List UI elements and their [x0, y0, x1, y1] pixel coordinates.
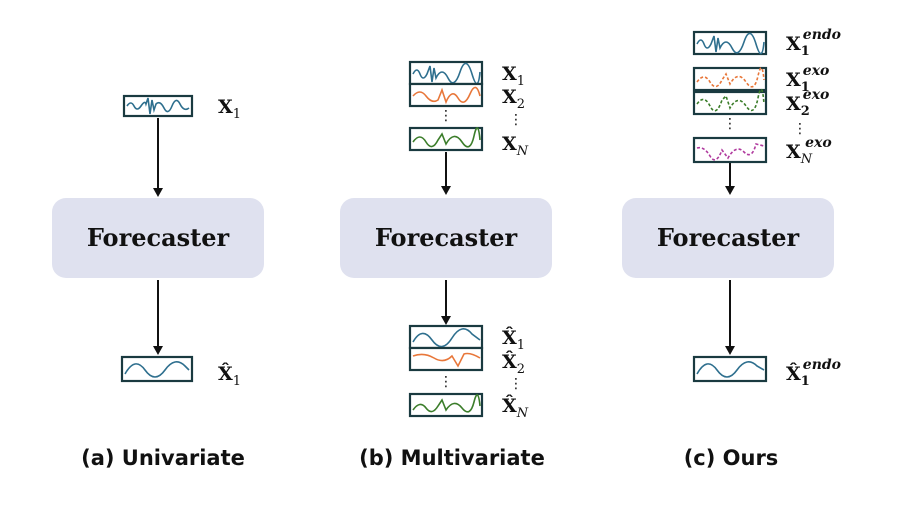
input-label-x1: X1 — [218, 96, 241, 122]
exo-series-x2 — [692, 88, 768, 116]
input-series-xn — [408, 126, 484, 152]
series-line — [696, 143, 765, 161]
exo-series-xn — [692, 136, 768, 164]
input-series-x1 — [408, 60, 484, 86]
series-line — [696, 361, 765, 378]
series-line — [126, 97, 190, 115]
ellipsis: ⋮ — [723, 116, 737, 132]
arrowhead — [153, 346, 163, 355]
input-label-x2: X2 — [502, 86, 525, 112]
ellipsis: ⋮ — [439, 108, 453, 124]
arrowhead — [725, 346, 735, 355]
series-line — [696, 67, 765, 88]
caption-univariate: (a) Univariate — [81, 446, 245, 470]
input-series-x2 — [408, 82, 484, 108]
arrowhead — [441, 316, 451, 325]
output-series-x1-hat — [408, 324, 484, 350]
exo-label-xn: XNexo — [786, 135, 832, 167]
output-label-x1-hat: X̂1 — [502, 327, 525, 353]
endo-label-x1: X1endo — [786, 27, 841, 59]
forecaster-box — [52, 198, 264, 278]
output-label-xn-hat: X̂N — [502, 395, 529, 421]
forecaster-label: Forecaster — [657, 223, 800, 252]
exo-label-x1: X1exo — [786, 63, 829, 95]
series-line — [412, 394, 481, 413]
output-label-x1-hat: X̂1 — [218, 363, 241, 389]
caption-ours: (c) Ours — [684, 446, 779, 470]
series-line — [696, 32, 765, 55]
input-label-xn: XN — [502, 133, 529, 159]
series-line — [412, 62, 481, 85]
arrowhead — [441, 186, 451, 195]
caption-multivariate: (b) Multivariate — [359, 446, 545, 470]
exo-label-x2: X2exo — [786, 87, 829, 119]
label-ellipsis: ⋮ — [509, 376, 523, 392]
arrowhead — [725, 186, 735, 195]
forecaster-box — [622, 198, 834, 278]
output-series-x1-hat — [692, 355, 768, 383]
input-label-x1: X1 — [502, 63, 525, 89]
series-line — [412, 127, 481, 148]
forecaster-label: Forecaster — [375, 223, 518, 252]
output-series-x2-hat — [408, 346, 484, 372]
label-ellipsis: ⋮ — [793, 121, 807, 137]
series-line — [412, 328, 481, 348]
output-series-xn-hat — [408, 392, 484, 418]
series-line — [124, 361, 190, 378]
output-label-x1-hat: X̂1endo — [786, 357, 841, 389]
forecaster-box — [340, 198, 552, 278]
series-line — [412, 86, 481, 105]
panel-univariate: X1 Forecaster X̂1 (a) Univariate — [52, 94, 264, 470]
endo-series-x1 — [692, 30, 768, 56]
forecaster-label: Forecaster — [87, 223, 230, 252]
label-ellipsis: ⋮ — [509, 112, 523, 128]
output-label-x2-hat: X̂2 — [502, 351, 525, 377]
panel-multivariate: ⋮ X1 X2 ⋮ XN Forecaster ⋮ X̂1 X̂2 ⋮ — [340, 60, 552, 470]
panel-ours: ⋮ X1endo X1exo X2exo ⋮ XNexo Forecaster … — [622, 27, 841, 470]
output-series-x1-hat — [120, 355, 194, 383]
series-line — [412, 352, 481, 368]
series-line — [696, 88, 765, 112]
arrowhead — [153, 188, 163, 197]
exo-series-x1 — [692, 66, 768, 92]
ellipsis: ⋮ — [439, 374, 453, 390]
input-series-x1 — [122, 94, 194, 118]
